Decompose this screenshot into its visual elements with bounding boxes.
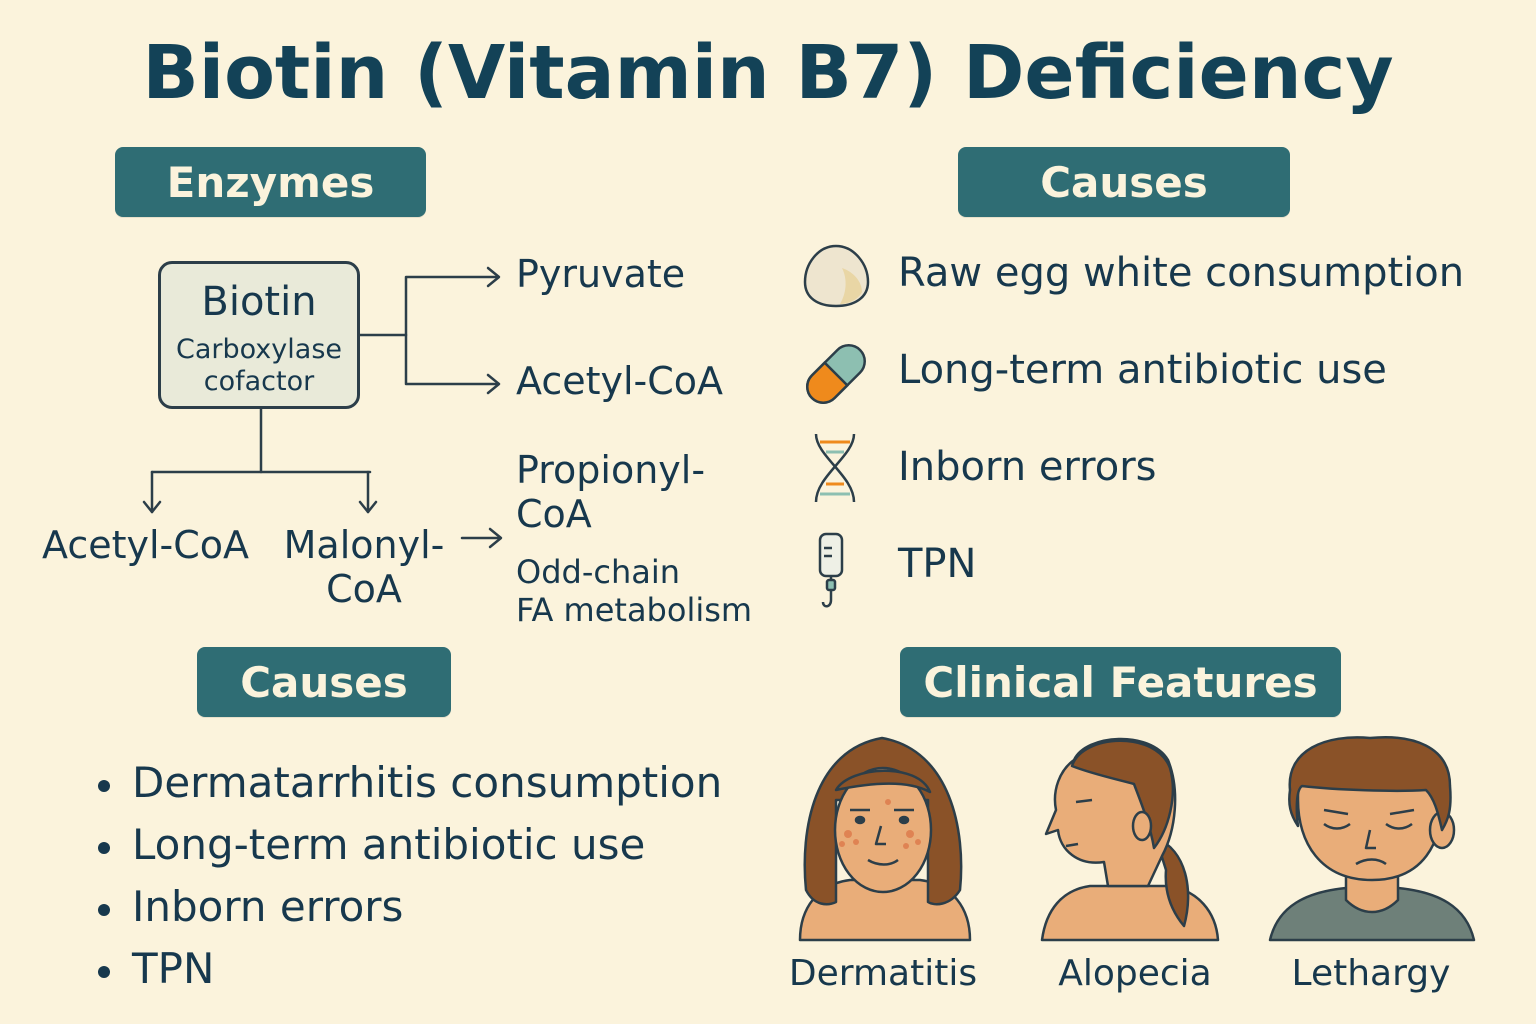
list-item: TPN xyxy=(92,938,722,1000)
biotin-desc-line2: cofactor xyxy=(203,366,315,398)
enzymes-header: Enzymes xyxy=(115,147,426,217)
propionyl-coa-label: Propionyl- CoA xyxy=(516,448,706,536)
biotin-box: Biotin Carboxylase cofactor xyxy=(158,261,360,409)
propionyl-line2: CoA xyxy=(516,491,592,536)
tired-man-icon xyxy=(1268,736,1476,942)
biotin-name: Biotin xyxy=(201,279,317,325)
connector-acetyl-right xyxy=(404,333,500,386)
arrow-head-acetyl-bottom-icon xyxy=(142,500,162,514)
bullet-icon xyxy=(98,841,110,854)
egg-icon xyxy=(803,244,870,308)
iv-bag-icon xyxy=(818,532,844,608)
bullet-icon xyxy=(98,965,110,978)
cause-egg-label: Raw egg white consumption xyxy=(898,250,1465,296)
causes-bullet-list: Dermatarrhitis consumption Long-term ant… xyxy=(92,752,722,1000)
malonyl-coa-label: Malonyl- CoA xyxy=(272,523,456,611)
arrow-head-pyruvate-icon xyxy=(486,266,501,288)
pyruvate-label: Pyruvate xyxy=(516,252,686,296)
list-item: Inborn errors xyxy=(92,876,722,938)
clinical-alopecia-label: Alopecia xyxy=(1058,953,1212,994)
woman-profile-icon xyxy=(1040,737,1220,942)
malonyl-line1: Malonyl- xyxy=(283,523,445,567)
bullet-icon xyxy=(98,779,110,792)
list-item: Dermatarrhitis consumption xyxy=(92,752,722,814)
propionyl-line1: Propionyl- xyxy=(516,448,706,492)
causes-header-top: Causes xyxy=(958,147,1290,217)
odd-line1: Odd-chain xyxy=(516,553,681,591)
bullet-icon xyxy=(98,903,110,916)
arrow-head-acetyl-right-icon xyxy=(486,373,501,395)
cause-tpn-label: TPN xyxy=(898,541,977,587)
acetyl-coa-bottom-label: Acetyl-CoA xyxy=(42,523,250,567)
connector-pyruvate xyxy=(358,275,500,337)
dna-icon xyxy=(814,433,856,503)
odd-chain-label: Odd-chain FA metabolism xyxy=(516,553,752,630)
cause-antibiotic-label: Long-term antibiotic use xyxy=(898,347,1387,393)
odd-line2: FA metabolism xyxy=(516,591,753,630)
acetyl-coa-right-label: Acetyl-CoA xyxy=(516,359,724,403)
list-item: Long-term antibiotic use xyxy=(92,814,722,876)
biotin-desc-line1: Carboxylase xyxy=(175,334,342,365)
malonyl-line2: CoA xyxy=(326,566,402,611)
cause-inborn-label: Inborn errors xyxy=(898,444,1157,490)
clinical-dermatitis-label: Dermatitis xyxy=(788,953,978,994)
clinical-features-header: Clinical Features xyxy=(900,647,1341,717)
arrow-head-propionyl-icon xyxy=(488,527,503,549)
biotin-description: Carboxylase cofactor xyxy=(161,334,357,399)
page-title: Biotin (Vitamin B7) Deficiency xyxy=(142,30,1394,116)
arrow-head-malonyl-icon xyxy=(358,500,378,514)
causes-header-bottom: Causes xyxy=(197,647,451,717)
woman-rash-face-icon xyxy=(798,736,972,942)
pill-capsule-icon xyxy=(806,344,866,404)
clinical-lethargy-label: Lethargy xyxy=(1291,953,1451,994)
